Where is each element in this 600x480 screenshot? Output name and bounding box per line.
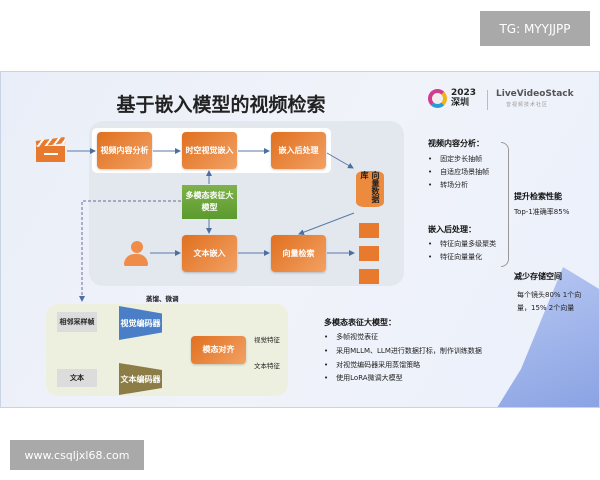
perf-text: Top-1准确率85% [514, 208, 570, 216]
spatiotemporal-embed-box: 时空视觉嵌入 [182, 132, 237, 169]
post-process-heading: 嵌入后处理： [428, 225, 476, 234]
result-clip-icon [359, 246, 379, 261]
distill-label: 蒸馏、微调 [146, 295, 179, 303]
video-analysis-box: 视频内容分析 [97, 132, 152, 169]
brace [501, 142, 509, 267]
vector-database-icon: 向量数据库 [356, 171, 384, 207]
storage-text-1: 每个镜头80% 1个向 [517, 291, 582, 299]
perf-heading: 提升检索性能 [514, 192, 562, 201]
user-icon [124, 241, 149, 267]
multimodal-model-box: 多模态表征大模型 [182, 185, 237, 219]
brand-name: LiveVideoStack [496, 89, 574, 99]
list-item: 固定步长抽帧 [428, 154, 482, 164]
text-input-box: 文本 [57, 369, 97, 387]
list-item: 对视觉编码器采用蒸馏策略 [324, 360, 420, 370]
slide-title: 基于嵌入模型的视频检索 [116, 94, 326, 116]
multimodal-heading: 多模态表征大模型： [324, 318, 396, 327]
text-embed-box: 文本嵌入 [182, 235, 237, 272]
brand-sub: 音视频技术社区 [506, 102, 549, 108]
list-item: 特征向量多级聚类 [428, 239, 496, 249]
storage-text-2: 量，15% 2个向量 [517, 304, 575, 312]
list-item: 多帧视觉表征 [324, 332, 378, 342]
storage-heading: 减少存储空间 [514, 272, 562, 281]
watermark-bottom: www.csqljxl68.com [10, 440, 144, 470]
logo-divider [487, 90, 488, 110]
vector-search-box: 向量检索 [271, 235, 326, 272]
result-clip-icon [359, 223, 379, 238]
list-item: 自适应场景抽帧 [428, 167, 489, 177]
visual-feature-label: 视觉特征 [254, 336, 280, 344]
text-feature-label: 文本特征 [254, 362, 280, 370]
list-item: 特征向量量化 [428, 252, 482, 262]
post-process-box: 嵌入后处理 [271, 132, 326, 169]
list-item: 使用LoRA微调大模型 [324, 373, 402, 383]
list-item: 采用MLLM、LLM进行数据打标，制作训练数据 [324, 346, 482, 356]
adjacent-frames-box: 相邻采样帧 [57, 312, 97, 332]
modal-alignment-box: 模态对齐 [191, 336, 246, 364]
video-analysis-heading: 视频内容分析： [428, 139, 484, 148]
conference-logo-icon [428, 89, 447, 108]
list-item: 转场分析 [428, 180, 468, 190]
watermark-top: TG: MYYJJPP [480, 11, 590, 46]
result-clip-icon [359, 269, 379, 284]
video-clapper-icon [35, 137, 66, 163]
